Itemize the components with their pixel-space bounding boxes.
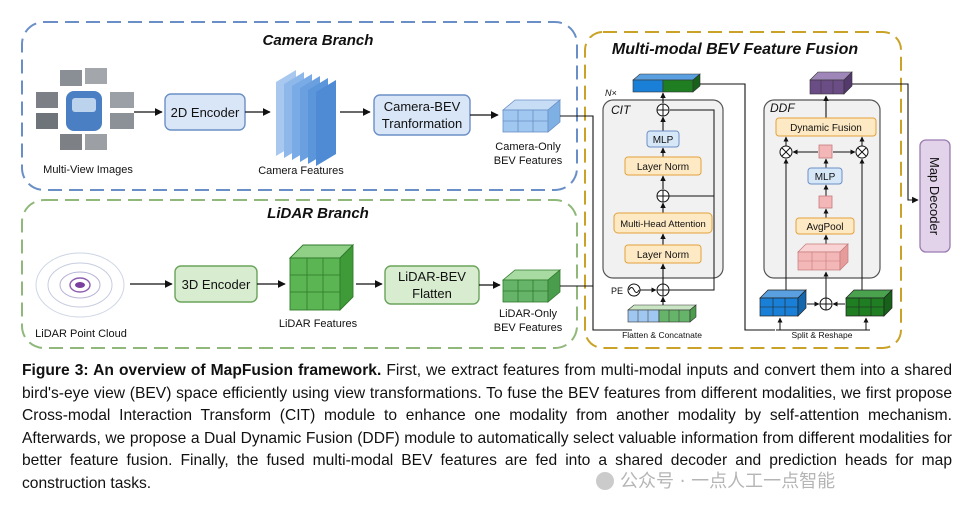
lidar-bev-flatten-line2: Flatten — [412, 286, 452, 301]
lidar-features-cube — [288, 243, 355, 312]
camera-only-bev-cube — [501, 99, 562, 133]
cit-layer-norm-bottom — [624, 244, 702, 264]
camera-branch-title: Camera Branch — [263, 32, 374, 49]
cit-layer-norm-bottom-label: Layer Norm — [637, 250, 689, 261]
camera-bev-transform-line2: Tranformation — [382, 116, 462, 131]
figure-caption: Figure 3: An overview of MapFusion frame… — [22, 360, 952, 496]
avgpool-label: AvgPool — [806, 222, 843, 233]
cit-attention-label: Multi-Head Attention — [620, 219, 706, 230]
camera-features-stack — [276, 70, 336, 166]
map-decoder-label: Map Decoder — [927, 157, 942, 236]
watermark: 公众号 · 一点人工一点智能 — [596, 467, 835, 493]
ddf-pink-feature-cube — [797, 243, 849, 271]
cit-layer-norm-top-label: Layer Norm — [637, 162, 689, 173]
2d-encoder-label: 2D Encoder — [171, 105, 240, 120]
multi-view-images — [36, 68, 134, 150]
lidar-branch-region — [21, 199, 578, 349]
lidar-only-bev-cube — [501, 269, 562, 303]
caption-text: First, we extract features from multi-mo… — [22, 362, 952, 492]
dynamic-fusion-label: Dynamic Fusion — [790, 123, 862, 134]
camera-bev-transform-line1: Camera-BEV — [384, 99, 461, 114]
mapfusion-overview-figure: Camera Branch LiDAR Branch Multi-modal B… — [21, 21, 951, 349]
multi-view-images-label: Multi-View Images — [43, 164, 133, 176]
cit-title: CIT — [611, 103, 632, 117]
3d-encoder-label: 3D Encoder — [182, 277, 251, 292]
cit-layer-norm-top — [624, 156, 702, 176]
camera-only-bev-line2: BEV Features — [494, 155, 563, 167]
fusion-title: Multi-modal BEV Feature Fusion — [612, 41, 858, 58]
lidar-point-cloud — [35, 252, 125, 318]
avgpool-box — [795, 217, 855, 235]
split-reshape-label: Split & Reshape — [792, 330, 853, 340]
cit-repeat: N× — [605, 88, 617, 98]
cit-mlp-label: MLP — [653, 135, 674, 146]
split-green-cube — [845, 289, 893, 317]
camera-features-label: Camera Features — [258, 165, 344, 177]
cit-attention-box — [613, 212, 713, 234]
camera-branch-region — [21, 21, 578, 191]
caption-label: Figure 3: An overview of MapFusion frame… — [22, 362, 382, 379]
split-blue-cube — [759, 289, 807, 317]
fusion-region — [584, 31, 902, 349]
lidar-bev-flatten-line1: LiDAR-BEV — [398, 269, 466, 284]
watermark-text: 公众号 · 一点人工一点智能 — [620, 471, 836, 492]
ddf-mlp-label: MLP — [815, 172, 836, 183]
ddf-mlp-box — [807, 167, 843, 185]
flatten-concat-label: Flatten & Concatnate — [622, 330, 702, 340]
fused-output-cube — [809, 71, 853, 95]
lidar-only-bev-line1: LiDAR-Only — [499, 308, 558, 320]
lidar-features-label: LiDAR Features — [279, 318, 358, 330]
ddf-pooled-pink — [818, 195, 833, 209]
map-decoder-box — [919, 139, 951, 253]
cit-mlp-box — [646, 130, 680, 148]
camera-only-bev-line1: Camera-Only — [495, 141, 561, 153]
cit-output-cube — [632, 73, 701, 93]
lidar-branch-title: LiDAR Branch — [267, 205, 369, 222]
ddf-title: DDF — [770, 101, 795, 115]
wechat-icon — [596, 472, 614, 490]
cit-input-tokens — [627, 304, 697, 323]
lidar-point-cloud-label: LiDAR Point Cloud — [35, 328, 127, 340]
lidar-only-bev-line2: BEV Features — [494, 322, 563, 334]
ddf-weight-pink — [818, 144, 833, 159]
cit-pe-label: PE — [611, 286, 623, 296]
dynamic-fusion-box — [775, 117, 877, 137]
